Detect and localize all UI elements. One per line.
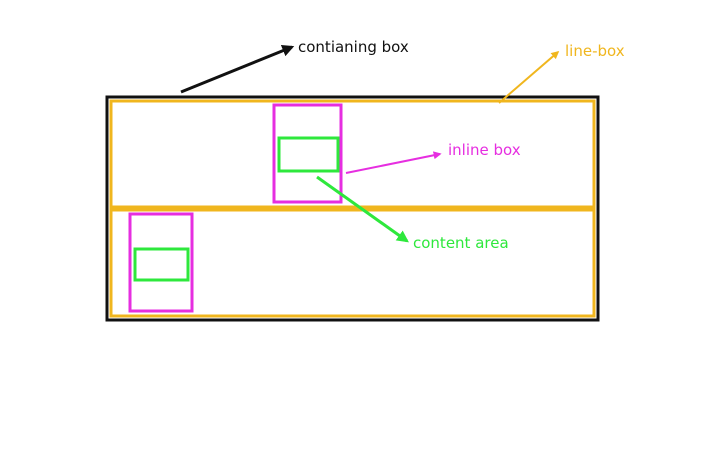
line-box-label: line-box [565, 42, 625, 60]
content-area-label: content area [413, 234, 509, 252]
line-box-top [109, 99, 596, 209]
content-area-top [277, 136, 340, 173]
containing-box-label: contianing box [298, 38, 409, 56]
containing-box [105, 95, 600, 322]
inline-box-top [272, 103, 343, 204]
content-area-bottom [133, 247, 190, 282]
line-box-arrow [498, 50, 560, 104]
line-box-bottom [109, 208, 596, 318]
inline-box-label: inline box [448, 141, 521, 159]
content-area-arrow [316, 175, 409, 243]
containing-box-arrow [180, 45, 295, 94]
inline-box-bottom [128, 212, 194, 313]
inline-box-arrow [345, 151, 442, 174]
